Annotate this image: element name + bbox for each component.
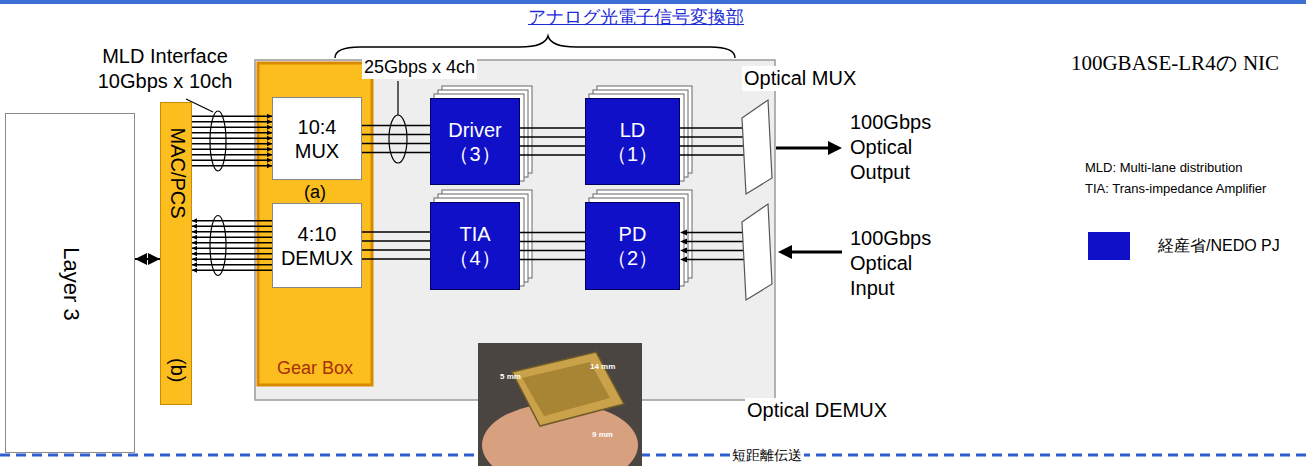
- gearbox-fill: [258, 63, 372, 385]
- node-text: LD （1）: [607, 118, 658, 166]
- lane-label: 25Gbps x 4ch: [362, 56, 477, 79]
- node-text: TIA （4）: [449, 222, 500, 270]
- optical-input-arrow: [778, 245, 842, 259]
- driver-box: Driver （3）: [430, 98, 520, 185]
- tia-box: TIA （4）: [430, 202, 520, 290]
- mac-pcs-block: MAC/PCS (b): [160, 102, 192, 405]
- lane-bundle: [520, 233, 585, 260]
- curly-brace: [335, 36, 735, 58]
- layer-box: Layer 3: [5, 113, 135, 453]
- photodiode-box: PD （2）: [585, 202, 680, 290]
- node-text: Layer 3: [58, 247, 84, 320]
- lane-arrowheads: [680, 230, 687, 263]
- module-photo: [478, 343, 642, 466]
- diagram-title: 100GBASE-LR4の NIC: [1060, 50, 1290, 77]
- rotated-text-holder: MAC/PCS (b): [161, 103, 193, 406]
- abbreviation-note: MLD: Multi-lane distribution: [1085, 160, 1243, 176]
- lane-bundle: [192, 221, 272, 271]
- signal-label: 100Gbps Optical Output: [850, 110, 945, 185]
- part-label: Optical DEMUX: [745, 398, 889, 423]
- node-text: Driver （3）: [448, 118, 501, 166]
- lane-bundle: [362, 126, 430, 153]
- node-text: PD （2）: [607, 222, 658, 270]
- lane-bundle: [520, 128, 585, 155]
- mux-box: 10:4 MUX: [272, 97, 362, 180]
- callout-letter: (a): [304, 181, 326, 204]
- fiber-lanes: [680, 128, 745, 260]
- bidirectional-link: [135, 259, 160, 260]
- legend-swatch: [1088, 232, 1130, 260]
- dimension-label: 9 mm: [592, 430, 613, 440]
- interface-label: MLD Interface 10Gbps x 10ch: [70, 44, 260, 94]
- node-text: Gear Box: [277, 358, 353, 379]
- abbreviation-note: TIA: Trans-impedance Amplifier: [1085, 181, 1266, 197]
- signal-label: 100Gbps Optical Input: [850, 226, 945, 301]
- optical-output-arrow: [776, 141, 842, 155]
- rotated-text-holder: Layer 3: [6, 114, 136, 454]
- laser-box: LD （1）: [585, 98, 680, 185]
- part-label: Optical MUX: [742, 66, 858, 91]
- dashed-divider: [0, 454, 1306, 457]
- section-note: 短距離伝送: [730, 447, 804, 465]
- node-text: MAC/PCS: [166, 127, 189, 218]
- dimension-label: 14 mm: [590, 362, 615, 372]
- optical-demux-prism: [742, 204, 772, 300]
- section-heading: アナログ光電子信号変換部: [528, 6, 744, 29]
- legend-text: 経産省/NEDO PJ: [1158, 236, 1280, 256]
- dimension-label: 5 mm: [500, 372, 521, 382]
- demux-box: 4:10 DEMUX: [272, 203, 362, 288]
- optical-mux-prism: [742, 100, 772, 194]
- lane-bundle: [192, 116, 272, 166]
- node-text: (b): [166, 358, 189, 382]
- gearbox-block: Gear Box 10:4 MUX 4:10 DEMUX: [258, 63, 372, 385]
- lane-bundle: [362, 232, 430, 259]
- node-text: 4:10 DEMUX: [281, 222, 353, 270]
- node-text: 10:4 MUX: [295, 115, 339, 163]
- header-bar: [0, 0, 1306, 4]
